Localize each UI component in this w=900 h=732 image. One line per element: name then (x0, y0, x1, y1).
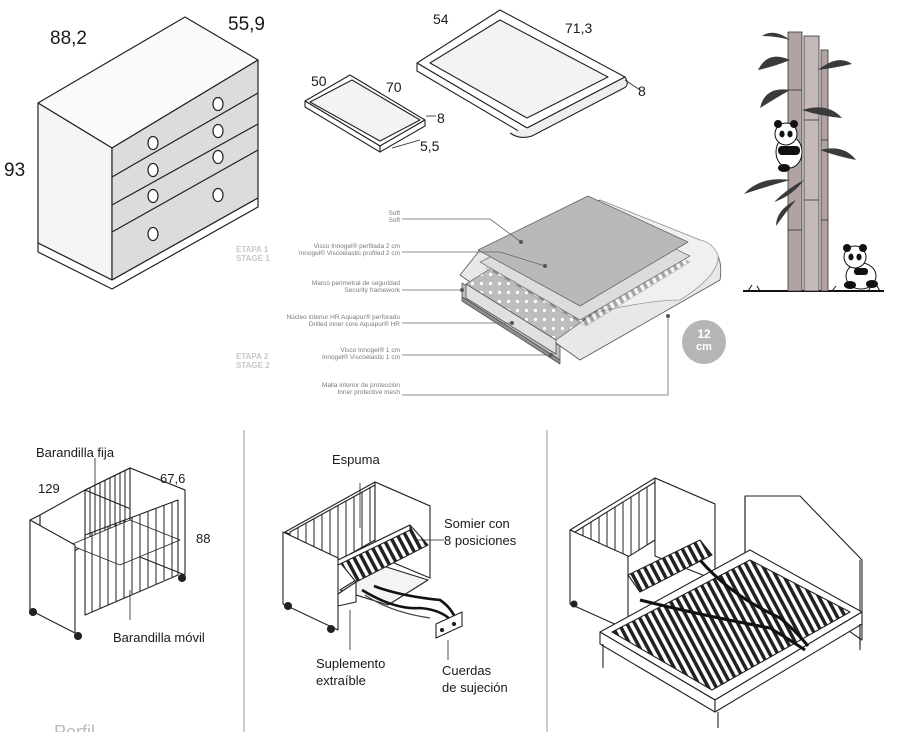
mattress-leader-dots (460, 240, 670, 357)
stage1-es: ETAPA 1 (236, 245, 269, 254)
panda-climbing (774, 120, 803, 172)
dresser-plinth (37, 197, 259, 290)
drawer-knob (147, 162, 159, 178)
layer-visco-1cm: Visco Innogel® 1 cm Innogel® Viscoelasti… (321, 347, 400, 361)
stage1-label: ETAPA 1 STAGE 1 (236, 245, 270, 263)
crib-extension-drawing (282, 481, 463, 660)
panda-sitting (843, 244, 878, 290)
stage2-en: STAGE 2 (236, 361, 270, 370)
layer-mesh: Malla interior de protección Inner prote… (321, 382, 400, 396)
dresser-height-label: 93 (4, 160, 26, 181)
drawer-divider (111, 92, 259, 178)
footer-fragment: Perfil... (54, 722, 111, 732)
mattress-leader-lines (402, 218, 669, 396)
bamboo-stalk (820, 49, 829, 292)
layer-soft: Soft Soft (388, 210, 400, 224)
changer-large-depth-label: 54 (433, 11, 449, 27)
crib-drawing (28, 458, 187, 641)
dresser-drawing (37, 16, 259, 290)
bamboo-leaves (744, 32, 856, 226)
layer-visco-2cm: Visco Innogel® perfilada 2 cm Innogel® V… (298, 243, 400, 257)
stage2-es: ETAPA 2 (236, 352, 269, 361)
layer-frame: Marco perimetral de seguridad Security f… (311, 280, 400, 294)
changer-small-side-label: 8 (437, 110, 445, 126)
drawer-knob (147, 135, 159, 151)
drawer-knob (212, 149, 224, 165)
stage1-en: STAGE 1 (236, 254, 270, 263)
thickness-badge: 12 cm (682, 320, 726, 364)
bamboo-stalk (803, 35, 820, 292)
drawer-knob (147, 226, 159, 242)
crib-length-label: 129 (38, 481, 60, 496)
drawer-knob (212, 123, 224, 139)
drawer-knob (212, 187, 224, 203)
foam-label: Espuma (332, 452, 380, 467)
drawer-knobs (147, 96, 224, 242)
crib-movable-rail (84, 499, 179, 616)
crib-fixed-rail-label: Barandilla fija (36, 445, 115, 460)
crib-height-label: 88 (196, 531, 211, 546)
drawer-divider (111, 123, 259, 206)
changer-small-depth-label: 50 (311, 73, 327, 89)
changer-small-side (379, 119, 426, 153)
changer-large-width-label: 71,3 (565, 20, 593, 36)
straps-label: Cuerdas de sujeción (442, 663, 508, 695)
growth-chart-drawing (743, 31, 884, 292)
changer-small-height-label: 5,5 (420, 138, 440, 154)
changer-large-drawing (416, 9, 641, 139)
drawer-label: Suplemento extraíble (316, 656, 386, 688)
changer-small-drawing (304, 74, 436, 153)
dresser-depth-label: 55,9 (228, 14, 265, 35)
drawer-knob (212, 96, 224, 112)
changer-small-width-label: 70 (386, 79, 402, 95)
changer-large-side (509, 76, 628, 139)
crib-movable-rail-label: Barandilla móvil (113, 630, 205, 645)
crib-width-label: 67,6 (160, 471, 186, 486)
crib-bed-drawing (569, 477, 863, 728)
dresser-width-label: 88,2 (50, 28, 87, 49)
stage2-label: ETAPA 2 STAGE 2 (236, 352, 270, 370)
layer-core: Núcleo interior HR Aquapur® perforado Dr… (286, 314, 400, 328)
mattress-drawing (459, 195, 722, 365)
drawer-divider (111, 149, 259, 233)
drawer-knob (147, 188, 159, 204)
base-label: Somier con 8 posiciones (444, 516, 517, 548)
changer-large-side-label: 8 (638, 83, 646, 99)
crib-front-panel (29, 519, 76, 634)
